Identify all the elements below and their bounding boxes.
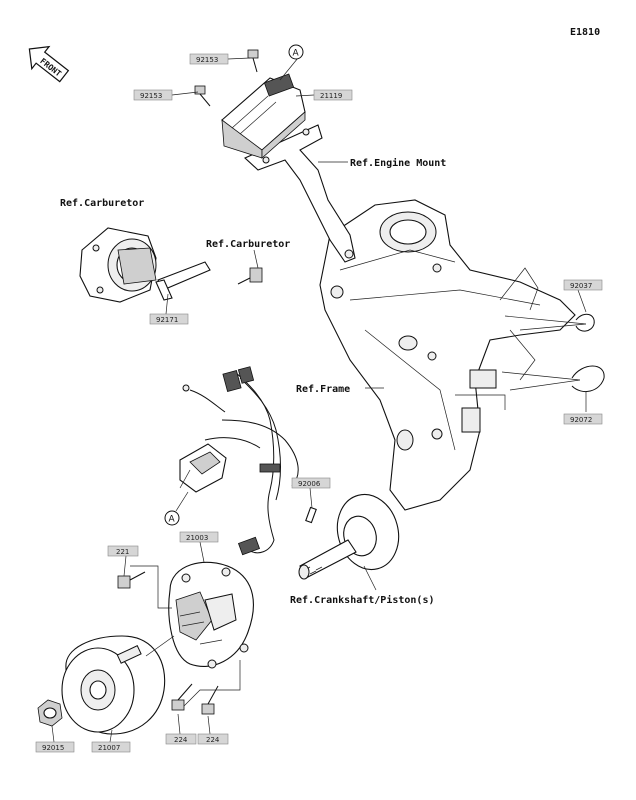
leader-lines [51,57,587,743]
part-21119: 21119 [313,89,353,101]
ref-carburetor-left: Ref.Carburetor [60,198,144,209]
callout-a-top: A [288,44,304,60]
part-92153-top-label: 92153 [196,56,218,64]
part-92153-left: 92153 [133,89,173,101]
part-224-left: 224 [165,733,197,745]
engine-mount-bracket [244,124,356,263]
carburetor-screw [237,267,263,285]
ref-engine-mount: Ref.Engine Mount [350,157,446,169]
part-92015-label: 92015 [42,744,64,752]
part-92072-label: 92072 [570,416,592,424]
part-21007: 21007 [91,741,131,753]
clip-92072 [571,365,605,393]
part-21119-label: 21119 [320,92,342,100]
part-92037-label: 92037 [570,282,592,290]
bolt-224-left [171,683,193,711]
part-224-right-label: 224 [206,736,220,744]
part-21007-label: 21007 [98,744,120,752]
diagram-id: E1810 [570,27,600,38]
part-21003-label: 21003 [186,534,208,542]
ref-carburetor-right: Ref.Carburetor [206,239,290,250]
part-92037: 92037 [563,279,603,291]
bolt-224-right [201,685,219,715]
key-92006 [305,506,317,524]
nut-92015 [37,699,63,727]
part-92072: 92072 [563,413,603,425]
clamp-92171 [155,261,211,301]
part-92006: 92006 [291,477,331,489]
bolt-92153-top [247,49,259,73]
part-221-label: 221 [116,548,129,556]
bolt-221 [117,571,146,589]
part-92015: 92015 [35,741,75,753]
front-arrow-icon: FRONT [28,45,70,83]
part-92153-top: 92153 [189,53,229,65]
part-92006-label: 92006 [298,480,321,488]
crankshaft [298,493,400,580]
callout-a-bottom: A [164,491,189,526]
part-221: 221 [107,545,139,557]
ref-crankshaft: Ref.Crankshaft/Piston(s) [290,594,435,606]
wiring-harness [179,366,299,556]
frame-outline [319,199,576,511]
callout-a-top-letter: A [293,49,300,59]
clip-92037 [575,313,595,332]
bolt-92153-left [194,85,211,107]
stator-21003 [168,561,254,669]
part-224-right: 224 [197,733,229,745]
ref-frame: Ref.Frame [296,384,350,395]
part-21003: 21003 [179,531,219,543]
callout-a-bottom-letter: A [169,515,176,525]
part-92171-label: 92171 [156,316,178,324]
cdi-unit [221,73,306,159]
carburetor-holder [79,227,157,303]
part-92153-left-label: 92153 [140,92,162,100]
part-92171: 92171 [149,313,189,325]
part-224-left-label: 224 [174,736,188,744]
flywheel-rotor [61,635,166,735]
